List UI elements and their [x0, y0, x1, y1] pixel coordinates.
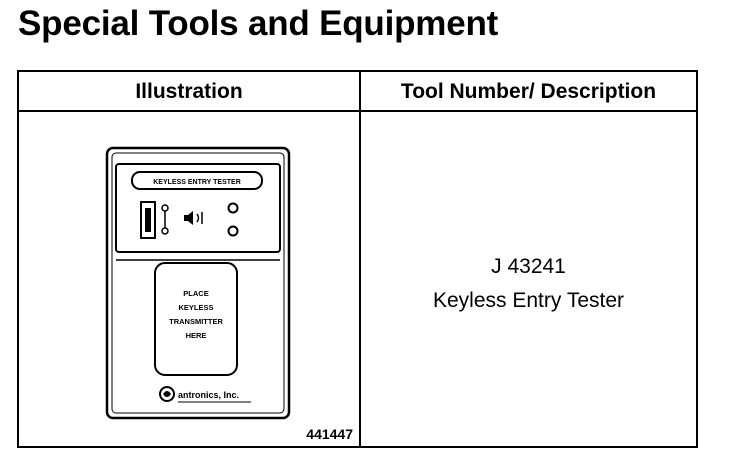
tool-description-cell: J 43241 Keyless Entry Tester: [361, 112, 696, 446]
tool-description: Keyless Entry Tester: [432, 289, 625, 312]
column-divider: [359, 72, 361, 446]
pad-text-line-3: TRANSMITTER: [169, 317, 223, 326]
tool-number: J 43241: [491, 255, 566, 278]
tester-label-plate: [131, 171, 263, 190]
page-title: Special Tools and Equipment: [18, 4, 499, 43]
indicator-light-bottom-icon: [227, 225, 239, 237]
maker-name-text: antronics, Inc.: [178, 390, 239, 400]
table-header-row: Illustration Tool Number/ Description: [19, 72, 696, 112]
indicator-light-top-icon: [227, 202, 239, 214]
battery-slot-inner: [145, 208, 151, 232]
keyless-entry-tester-illustration: KEYLESS ENTRY TESTER PLACE KEYLESS TRANS…: [105, 146, 291, 420]
tester-label-text: KEYLESS ENTRY TESTER: [153, 179, 241, 186]
special-tools-table: Illustration Tool Number/ Description KE…: [17, 70, 698, 448]
illustration-column-header: Illustration: [135, 80, 243, 103]
pad-text-line-4: HERE: [186, 331, 207, 340]
pad-text-line-2: KEYLESS: [178, 303, 213, 312]
tool-column-header: Tool Number/ Description: [400, 80, 657, 103]
speaker-wave-icon: [196, 213, 200, 223]
transmitter-pad: [154, 262, 238, 376]
tester-housing-inner-edge: [111, 152, 285, 414]
connector-bottom-icon: [161, 227, 169, 235]
illustration-cell: KEYLESS ENTRY TESTER PLACE KEYLESS TRANS…: [19, 112, 359, 446]
maker-logo-mark: [163, 391, 171, 397]
figure-number: 441447: [306, 426, 353, 442]
speaker-icon: [184, 211, 193, 225]
pad-text-line-1: PLACE: [183, 289, 208, 298]
